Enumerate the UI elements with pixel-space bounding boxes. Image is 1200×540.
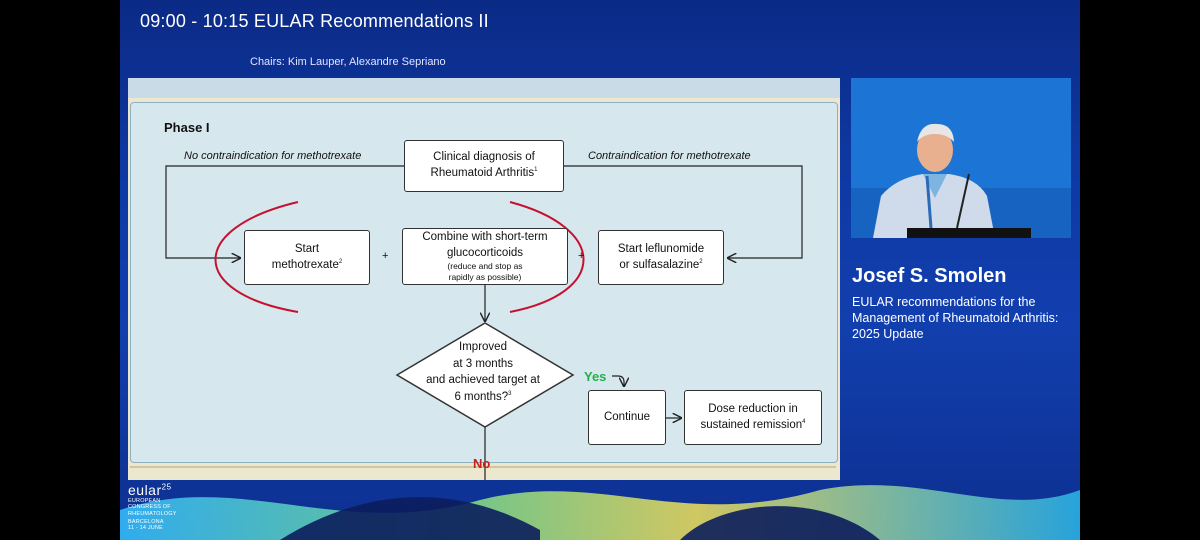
leflunomide-footnote: 2: [699, 258, 703, 265]
diagnosis-line1: Clinical diagnosis of: [433, 151, 535, 164]
combine-line2: glucocorticoids: [446, 246, 524, 259]
slide-top-band: [128, 78, 840, 98]
start-methotrexate-box: Start methotrexate2: [244, 230, 370, 285]
start-mtx-line2: methotrexate: [271, 258, 339, 271]
logo-brand: eular: [128, 482, 162, 498]
logo-line-5: 11 - 14 JUNE: [128, 525, 164, 532]
session-title: 09:00 - 10:15 EULAR Recommendations II: [140, 11, 489, 31]
leflunomide-line2: or sulfasalazine: [619, 258, 700, 271]
phase-heading: Phase I: [164, 120, 210, 135]
logo-line-2: CONGRESS OF: [128, 504, 171, 511]
session-chairs: Chairs: Kim Lauper, Alexandre Sepriano: [250, 56, 446, 68]
combine-line1: Combine with short-term: [422, 231, 548, 244]
decorative-wave-graphic: [120, 485, 1080, 540]
logo-line-3: RHEUMATOLOGY: [128, 510, 177, 517]
contraindication-label: Contraindication for methotrexate: [588, 150, 751, 162]
diagnosis-footnote: 1: [534, 167, 538, 174]
plus-sign-right: +: [578, 250, 585, 262]
speaker-silhouette: [851, 78, 1071, 238]
decision-footnote: 3: [508, 391, 512, 398]
decision-line3: and achieved target at: [426, 374, 540, 387]
logo-edition: 25: [161, 482, 172, 492]
speaker-name: Josef S. Smolen: [852, 265, 1007, 287]
talk-title: EULAR recommendations for the Management…: [852, 295, 1059, 341]
eular-logo: eular25 EUROPEAN CONGRESS OF RHEUMATOLOG…: [128, 482, 177, 532]
no-label: No: [473, 456, 491, 471]
combine-note-line1: (reduce and stop as: [447, 261, 523, 272]
continue-box: Continue: [588, 390, 666, 445]
dose-footnote: 4: [802, 418, 806, 425]
logo-line-4: BARCELONA: [128, 518, 164, 525]
logo-line-1: EUROPEAN: [128, 498, 161, 504]
speaker-camera-feed: [851, 78, 1071, 238]
diagnosis-box: Clinical diagnosis of Rheumatoid Arthrit…: [404, 140, 564, 192]
leflunomide-line1: Start leflunomide: [617, 242, 705, 255]
start-mtx-line1: Start: [294, 242, 320, 255]
yes-label: Yes: [584, 369, 607, 384]
dose-line2: sustained remission: [700, 418, 803, 431]
no-contraindication-label: No contraindication for methotrexate: [184, 150, 362, 162]
start-mtx-footnote: 2: [338, 258, 343, 265]
combine-note-line2: rapidly as possible): [448, 272, 522, 283]
decision-diamond-text: Improved at 3 months and achieved target…: [398, 339, 568, 406]
dose-line1: Dose reduction in: [708, 402, 798, 415]
plus-sign-left: +: [382, 250, 389, 262]
continue-label: Continue: [603, 410, 651, 423]
decision-line1: Improved: [459, 341, 507, 353]
presentation-slide: Phase I No contraindication for methotre…: [128, 78, 840, 480]
combine-glucocorticoids-box: Combine with short-term glucocorticoids …: [402, 228, 568, 285]
decision-line4: 6 months?: [454, 391, 509, 404]
diagnosis-line2: Rheumatoid Arthritis: [430, 167, 535, 179]
flowchart-connectors: [165, 165, 803, 480]
decision-line2: at 3 months: [452, 357, 514, 370]
dose-reduction-box: Dose reduction in sustained remission4: [684, 390, 822, 445]
next-phase-panel: [130, 466, 836, 480]
start-leflunomide-box: Start leflunomide or sulfasalazine2: [598, 230, 724, 285]
